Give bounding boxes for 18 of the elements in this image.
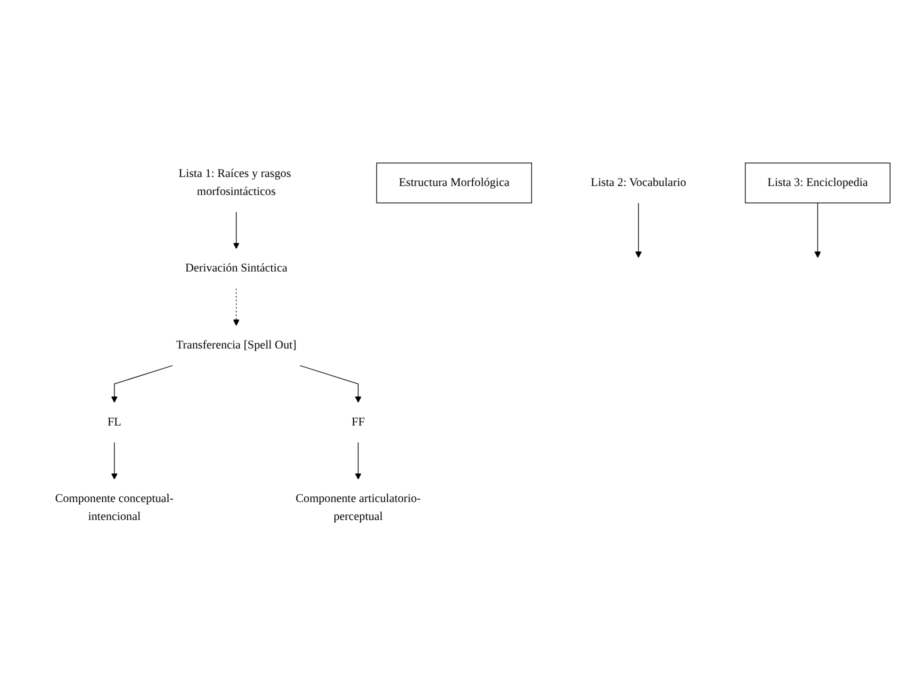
arrow — [299, 365, 362, 403]
arrow — [233, 288, 240, 326]
node-text: Componente articulatorio-perceptual — [296, 492, 421, 523]
node-text: Componente conceptual-intencional — [55, 492, 174, 523]
arrow — [354, 442, 362, 480]
arrow — [111, 442, 118, 480]
node-text: Derivación Sintáctica — [185, 262, 288, 275]
arrow — [814, 202, 821, 258]
node-text: FL — [107, 416, 122, 428]
arrow — [635, 202, 642, 258]
arrow — [111, 365, 174, 403]
node-text: FF — [352, 416, 365, 428]
arrow — [233, 211, 240, 249]
node-box: Lista 3: Enciclopedia — [744, 162, 890, 204]
node-box: Estructura Morfológica — [376, 162, 532, 204]
node-text: Lista 2: Vocabulario — [590, 176, 686, 189]
node-text: Lista 1: Raíces y rasgos morfosintácticos — [178, 167, 291, 198]
node-text: Transferencia [Spell Out] — [176, 338, 296, 352]
